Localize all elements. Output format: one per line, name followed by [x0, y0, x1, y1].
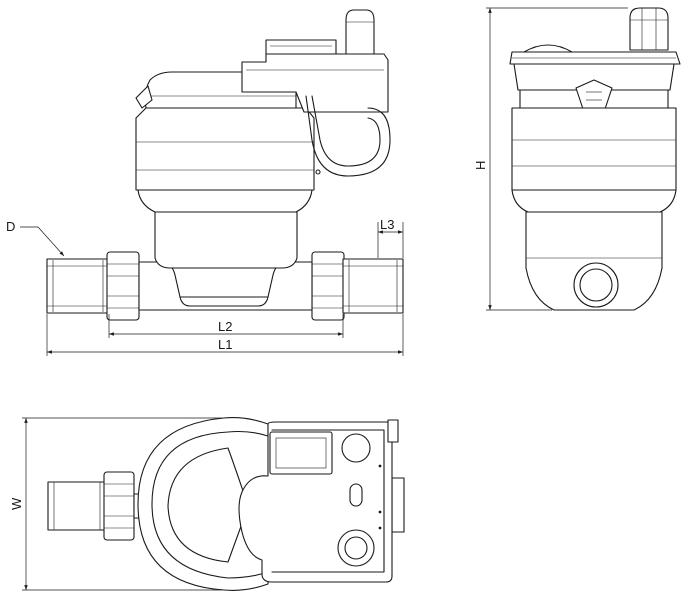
l2-label: L2 — [218, 319, 232, 334]
l3-label: L3 — [380, 217, 394, 232]
left-union-nut — [106, 251, 140, 321]
l1-label: L1 — [218, 337, 232, 352]
dimension-w: W — [9, 417, 222, 591]
top-view: W — [9, 417, 405, 591]
dimension-l1: L1 — [46, 314, 404, 356]
left-thread-end — [46, 258, 110, 314]
side-view: H — [473, 7, 681, 311]
meter-body — [135, 71, 315, 311]
dimension-d: D — [6, 219, 65, 257]
dimension-l2: L2 — [108, 314, 344, 338]
dimension-h: H — [473, 7, 628, 311]
dimension-l3: L3 — [377, 217, 404, 258]
register-cover — [241, 9, 389, 113]
w-label: W — [9, 497, 24, 510]
h-label: H — [473, 161, 488, 170]
d-label: D — [6, 219, 15, 234]
front-view: D L3 L2 L1 — [6, 9, 404, 356]
hinge-ring — [305, 95, 391, 177]
right-union-nut — [311, 251, 345, 321]
right-thread-end — [342, 258, 404, 314]
